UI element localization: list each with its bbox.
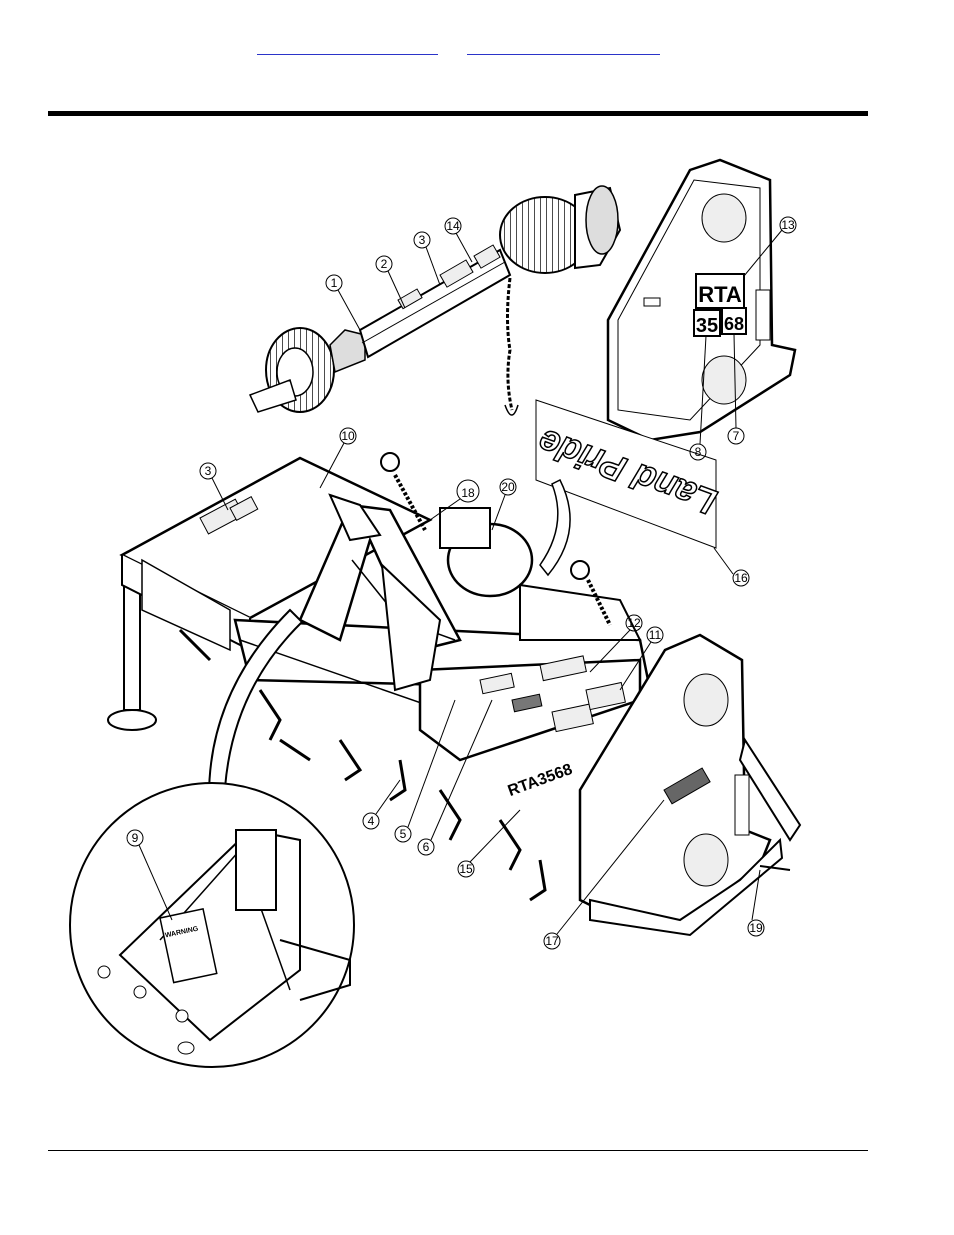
callout-20: 20 bbox=[492, 479, 516, 530]
svg-text:16: 16 bbox=[734, 571, 748, 585]
svg-text:20: 20 bbox=[501, 480, 515, 494]
svg-text:13: 13 bbox=[781, 218, 795, 232]
svg-text:15: 15 bbox=[459, 862, 473, 876]
svg-text:11: 11 bbox=[649, 628, 662, 642]
decal-rta: RTA bbox=[698, 282, 742, 307]
callout-16: 16 bbox=[714, 548, 749, 586]
svg-text:7: 7 bbox=[733, 429, 740, 443]
svg-text:19: 19 bbox=[749, 921, 763, 935]
svg-text:3: 3 bbox=[419, 233, 426, 247]
svg-text:14: 14 bbox=[446, 219, 460, 233]
arrow-to-decal bbox=[540, 480, 570, 575]
callout-14: 14 bbox=[445, 218, 472, 262]
svg-text:8: 8 bbox=[695, 445, 702, 459]
svg-text:3: 3 bbox=[205, 464, 212, 478]
svg-text:9: 9 bbox=[132, 831, 139, 845]
svg-text:17: 17 bbox=[545, 934, 559, 948]
callout-3-shaft: 3 bbox=[414, 232, 440, 285]
frame-model-number: RTA3568 bbox=[506, 761, 575, 800]
header-link-right[interactable] bbox=[467, 40, 660, 55]
decal-size-b: 68 bbox=[724, 314, 744, 334]
svg-text:4: 4 bbox=[368, 814, 375, 828]
svg-text:6: 6 bbox=[423, 840, 430, 854]
svg-text:1: 1 bbox=[331, 276, 338, 290]
svg-text:12: 12 bbox=[627, 616, 641, 630]
callout-1: 1 bbox=[326, 275, 360, 330]
svg-text:2: 2 bbox=[381, 257, 388, 271]
svg-text:5: 5 bbox=[400, 827, 407, 841]
hitch-inset-detail: WARNING bbox=[70, 783, 354, 1067]
decal-size-a: 35 bbox=[696, 315, 718, 337]
pto-driveshaft bbox=[250, 186, 620, 415]
header-rule bbox=[48, 111, 868, 116]
gearbox-shield-detail: RTA 35 68 bbox=[608, 160, 795, 440]
callout-4: 4 bbox=[363, 780, 400, 829]
footer-rule bbox=[48, 1150, 868, 1151]
header-link-left[interactable] bbox=[257, 40, 438, 55]
svg-text:18: 18 bbox=[461, 486, 475, 500]
parts-exploded-diagram: RTA 35 68 Land Pride RTA3568 bbox=[66, 138, 816, 1078]
svg-text:10: 10 bbox=[341, 429, 355, 443]
